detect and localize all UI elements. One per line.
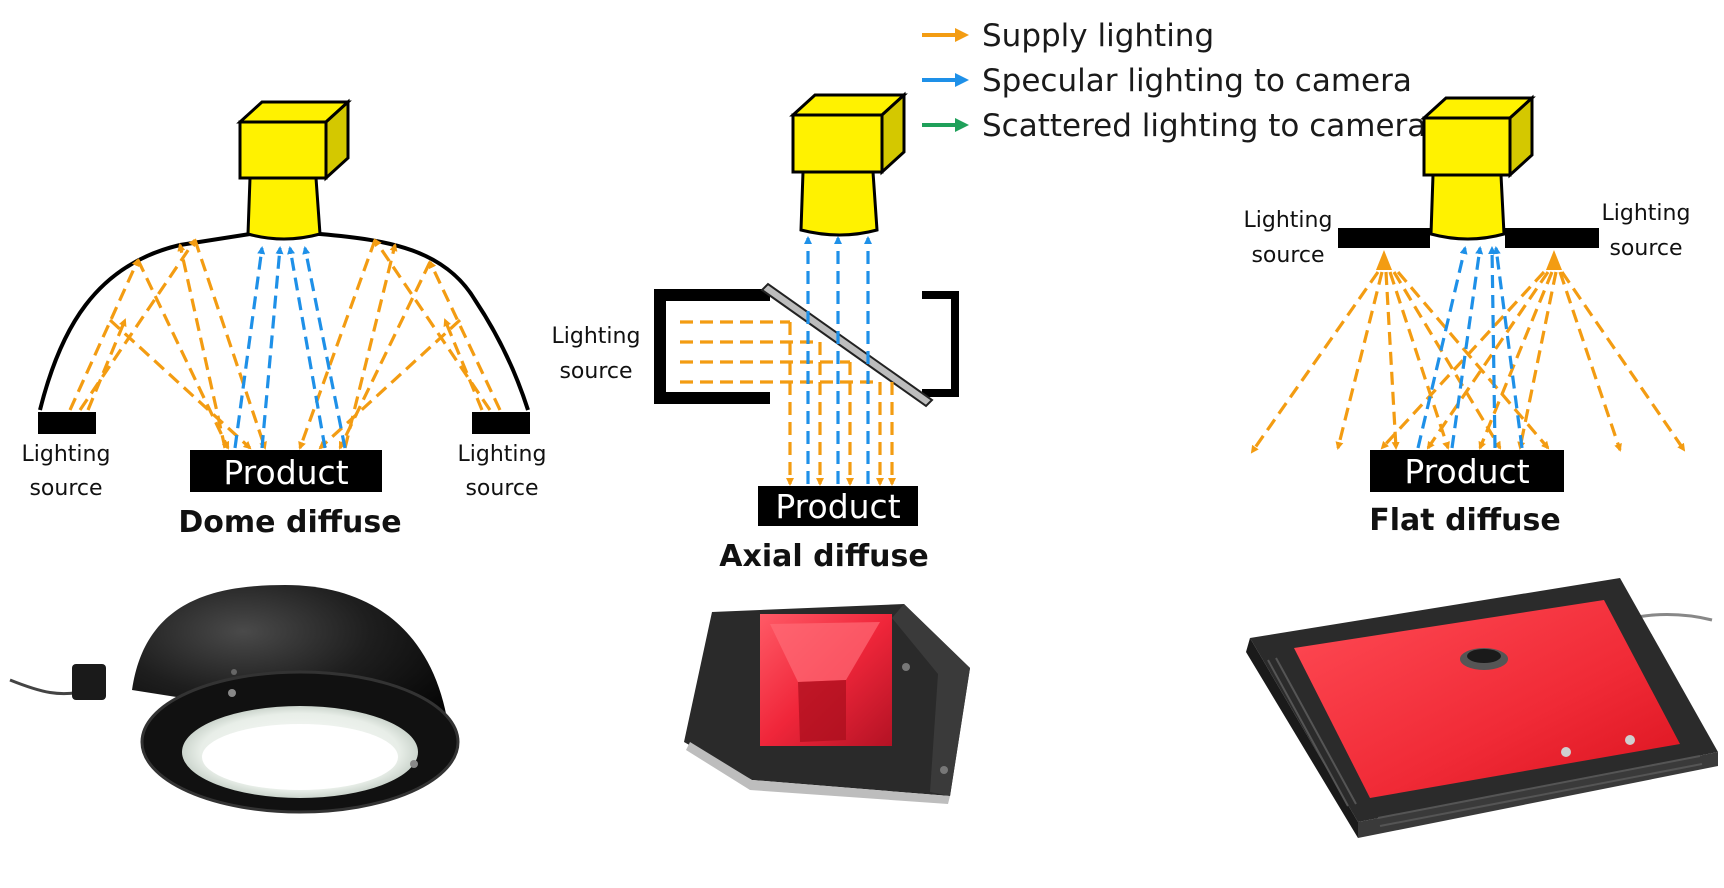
flat-caption: Flat diffuse bbox=[1369, 503, 1560, 538]
flat-vents bbox=[1267, 657, 1703, 827]
flat-source-right-label-2: source bbox=[1609, 236, 1682, 261]
dome-product-label: Product bbox=[223, 453, 348, 492]
legend-scattered-label: Scattered lighting to camera bbox=[982, 108, 1426, 144]
axial-source-label-2: source bbox=[559, 359, 632, 384]
flat-emitter-right bbox=[1546, 250, 1562, 270]
camera-icon bbox=[236, 98, 352, 241]
dome-light-photo bbox=[9, 585, 460, 814]
camera-icon bbox=[789, 91, 908, 237]
flat-light-photo bbox=[1246, 578, 1718, 838]
legend: Supply lighting Specular lighting to cam… bbox=[922, 18, 1426, 144]
flat-specular-rays bbox=[1416, 246, 1524, 449]
legend-specular-label: Specular lighting to camera bbox=[982, 63, 1412, 99]
flat-source-left bbox=[1338, 228, 1430, 248]
flat-source-left-label-2: source bbox=[1251, 243, 1324, 268]
flat-product bbox=[1370, 450, 1564, 492]
dome-source-right-label-2: source bbox=[465, 476, 538, 501]
flat-source-right-label: Lighting bbox=[1602, 201, 1691, 226]
dome-specular-rays bbox=[233, 246, 347, 449]
legend-supply-label: Supply lighting bbox=[982, 18, 1214, 54]
axial-housing-left bbox=[654, 289, 770, 404]
dome-caption: Dome diffuse bbox=[178, 505, 401, 540]
axial-beam-splitter bbox=[760, 282, 934, 408]
axial-supply-rays bbox=[680, 320, 896, 486]
dome-product bbox=[190, 450, 382, 492]
dome-source-left-label-2: source bbox=[29, 476, 102, 501]
dome-supply-rays bbox=[68, 238, 502, 450]
flat-source-right bbox=[1505, 228, 1599, 248]
dome-diagram: Product Lighting source Lighting source … bbox=[22, 98, 547, 540]
axial-housing-right bbox=[922, 291, 959, 397]
dome-source-right bbox=[472, 412, 530, 434]
dome-source-left-label: Lighting bbox=[22, 442, 111, 467]
axial-source-label: Lighting bbox=[552, 324, 641, 349]
axial-light-photo bbox=[684, 604, 970, 804]
flat-emitter-left bbox=[1376, 250, 1392, 270]
axial-specular-rays bbox=[804, 236, 872, 484]
axial-product bbox=[758, 486, 918, 526]
flat-source-left-label: Lighting bbox=[1244, 208, 1333, 233]
flat-product-label: Product bbox=[1404, 452, 1529, 491]
camera-icon bbox=[1420, 94, 1536, 241]
axial-product-label: Product bbox=[775, 487, 900, 526]
axial-diagram: Product Lighting source Axial diffuse bbox=[552, 91, 959, 574]
dome-source-right-label: Lighting bbox=[458, 442, 547, 467]
flat-diagram: Product Lighting source Lighting source … bbox=[1244, 94, 1691, 538]
flat-supply-rays bbox=[1250, 270, 1686, 454]
dome-source-left bbox=[38, 412, 96, 434]
axial-caption: Axial diffuse bbox=[719, 539, 928, 574]
